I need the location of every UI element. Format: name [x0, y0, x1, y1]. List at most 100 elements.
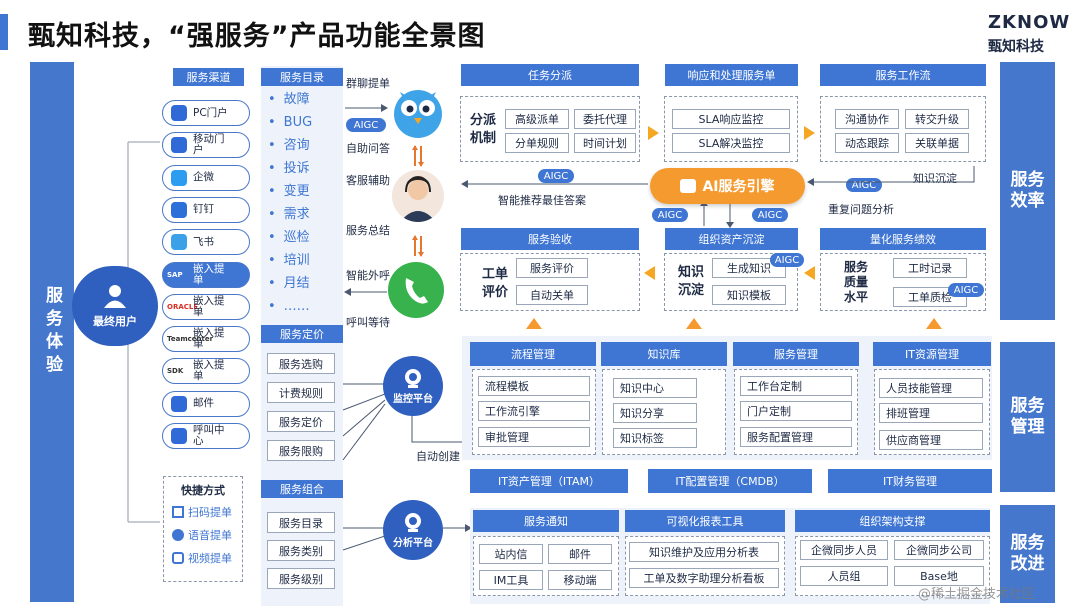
repeat-issue-label: 重复问题分析 — [828, 203, 894, 216]
channel-item[interactable]: PC门户 — [162, 100, 250, 126]
org-item-2: 人员组 — [800, 566, 888, 586]
channel-label: 嵌入提单 — [193, 294, 225, 318]
bullet-icon: • — [268, 92, 276, 107]
channel-label: PC门户 — [193, 106, 228, 119]
itfin-bar: IT财务管理 — [828, 469, 992, 493]
aigc-badge-engine-right: AIGC — [752, 208, 788, 222]
notify-header: 服务通知 — [473, 510, 619, 532]
dingtalk-icon — [171, 201, 187, 218]
dispatch-item-2: 分单规则 — [505, 133, 569, 153]
monitor-platform-node[interactable]: 监控平台 — [383, 356, 443, 416]
catalog-item[interactable]: •故障 — [268, 90, 310, 110]
video-shortcut[interactable]: 视频提单 — [172, 550, 242, 566]
aigc-badge-kpi: AIGC — [948, 283, 984, 297]
agent-phone-arrow — [412, 235, 424, 257]
workflow-panel — [820, 96, 986, 162]
monitor-platform-label: 监控平台 — [393, 393, 433, 405]
catalog-item[interactable]: •BUG — [268, 113, 312, 133]
catalog-item[interactable]: •…… — [268, 297, 310, 317]
pricing-item[interactable]: 服务选购 — [267, 353, 335, 374]
itres-item-1: 排班管理 — [879, 403, 983, 423]
catalog-item[interactable]: •月结 — [268, 274, 310, 294]
combo-item[interactable]: 服务目录 — [267, 512, 335, 533]
catalog-item[interactable]: •咨询 — [268, 136, 310, 156]
aigc-badge-engine-left: AIGC — [652, 208, 688, 222]
ai-service-engine[interactable]: AI服务引擎 — [650, 168, 805, 204]
catalog-item-label: 变更 — [283, 184, 310, 199]
catalog-item-label: 培训 — [283, 253, 310, 268]
workflow-item-1: 转交升级 — [905, 109, 969, 129]
up-arrow-kpi — [926, 318, 942, 329]
aigc-badge-bot: AIGC — [346, 118, 386, 132]
svcmgmt-header: 服务管理 — [733, 342, 859, 366]
notify-item-1: 邮件 — [548, 544, 612, 564]
bullet-icon: • — [268, 161, 276, 176]
combo-item[interactable]: 服务类别 — [267, 540, 335, 561]
catalog-item[interactable]: •变更 — [268, 182, 310, 202]
engine-down-arrows — [700, 204, 734, 228]
itam-bar: IT资产管理（ITAM） — [470, 469, 628, 493]
voice-shortcut[interactable]: 语音提单 — [172, 527, 242, 543]
arrow-dispatch-to-response — [648, 126, 659, 140]
notify-item-3: 移动端 — [548, 570, 612, 590]
asset-panel — [664, 253, 798, 311]
pricing-item[interactable]: 服务定价 — [267, 411, 335, 432]
brand-logo: ZKNOW — [988, 12, 1071, 33]
teamcenter-icon: Teamcenter — [167, 335, 214, 344]
agent-assist-label: 客服辅助 — [346, 174, 390, 187]
catalog-item[interactable]: •需求 — [268, 205, 310, 225]
response-item-0: SLA响应监控 — [672, 109, 790, 129]
analysis-platform-node[interactable]: 分析平台 — [383, 500, 443, 560]
call-wait-label: 呼叫等待 — [346, 316, 390, 329]
catalog-item[interactable]: •投诉 — [268, 159, 310, 179]
channel-item[interactable]: 邮件 — [162, 390, 250, 417]
bullet-icon: • — [268, 253, 276, 268]
process-header: 流程管理 — [470, 342, 596, 366]
catalog-item-label: BUG — [283, 115, 313, 130]
side-label-improvement: 服务改进 — [1000, 505, 1055, 603]
channel-label: 邮件 — [193, 397, 214, 410]
qr-shortcut[interactable]: 扫码提单 — [172, 504, 242, 520]
catalog-item[interactable]: •巡检 — [268, 228, 310, 248]
channel-item[interactable]: 企微 — [162, 164, 250, 191]
page-title: 甄知科技，“强服务”产品功能全景图 — [28, 21, 486, 52]
side-label-management-text: 服务管理 — [1010, 395, 1045, 437]
aigc-badge-recommend: AIGC — [538, 169, 574, 183]
channel-item[interactable]: 移动门户 — [162, 132, 250, 159]
combo-item[interactable]: 服务级别 — [267, 568, 335, 589]
kpi-header: 量化服务绩效 — [820, 228, 986, 250]
acceptance-title: 工单评价 — [482, 267, 509, 300]
side-label-experience: 服务体验 — [30, 62, 74, 602]
quick-shortcut-header: 快捷方式 — [181, 484, 225, 497]
bullet-icon: • — [268, 299, 276, 314]
catalog-item[interactable]: • 培训 — [268, 251, 310, 271]
channel-label: 嵌入提单 — [193, 262, 225, 286]
catalog-bot-arrows — [344, 104, 388, 296]
channel-label: 飞书 — [193, 235, 214, 248]
itres-item-0: 人员技能管理 — [879, 378, 983, 398]
org-header: 组织架构支撑 — [795, 510, 990, 532]
acceptance-panel — [460, 253, 640, 311]
channel-item[interactable]: 钉钉 — [162, 196, 250, 223]
notify-item-0: 站内信 — [479, 544, 543, 564]
pricing-item[interactable]: 服务限购 — [267, 440, 335, 461]
sap-icon: SAP — [167, 270, 183, 279]
catalog-item-label: 咨询 — [283, 138, 310, 153]
dispatch-header: 任务分派 — [461, 64, 639, 86]
dispatch-panel — [460, 96, 640, 162]
channel-item[interactable]: SAP 嵌入提单 — [162, 261, 250, 288]
quick-shortcut-panel: 快捷方式 扫码提单 语音提单 视频提单 — [163, 476, 243, 582]
call-center-icon — [171, 428, 187, 444]
robot-icon — [680, 179, 697, 193]
svcmgmt-item-0: 工作台定制 — [740, 376, 852, 396]
asset-item-1: 知识模板 — [712, 285, 786, 305]
pricing-item[interactable]: 计费规则 — [267, 382, 335, 403]
channel-item[interactable]: 呼叫中心 — [162, 423, 250, 449]
auto-create-label: 自动创建 — [416, 450, 460, 463]
acceptance-item-0: 服务评价 — [516, 258, 588, 278]
channel-item[interactable]: 飞书 — [162, 229, 250, 256]
catalog-item-label: 巡检 — [283, 230, 310, 245]
